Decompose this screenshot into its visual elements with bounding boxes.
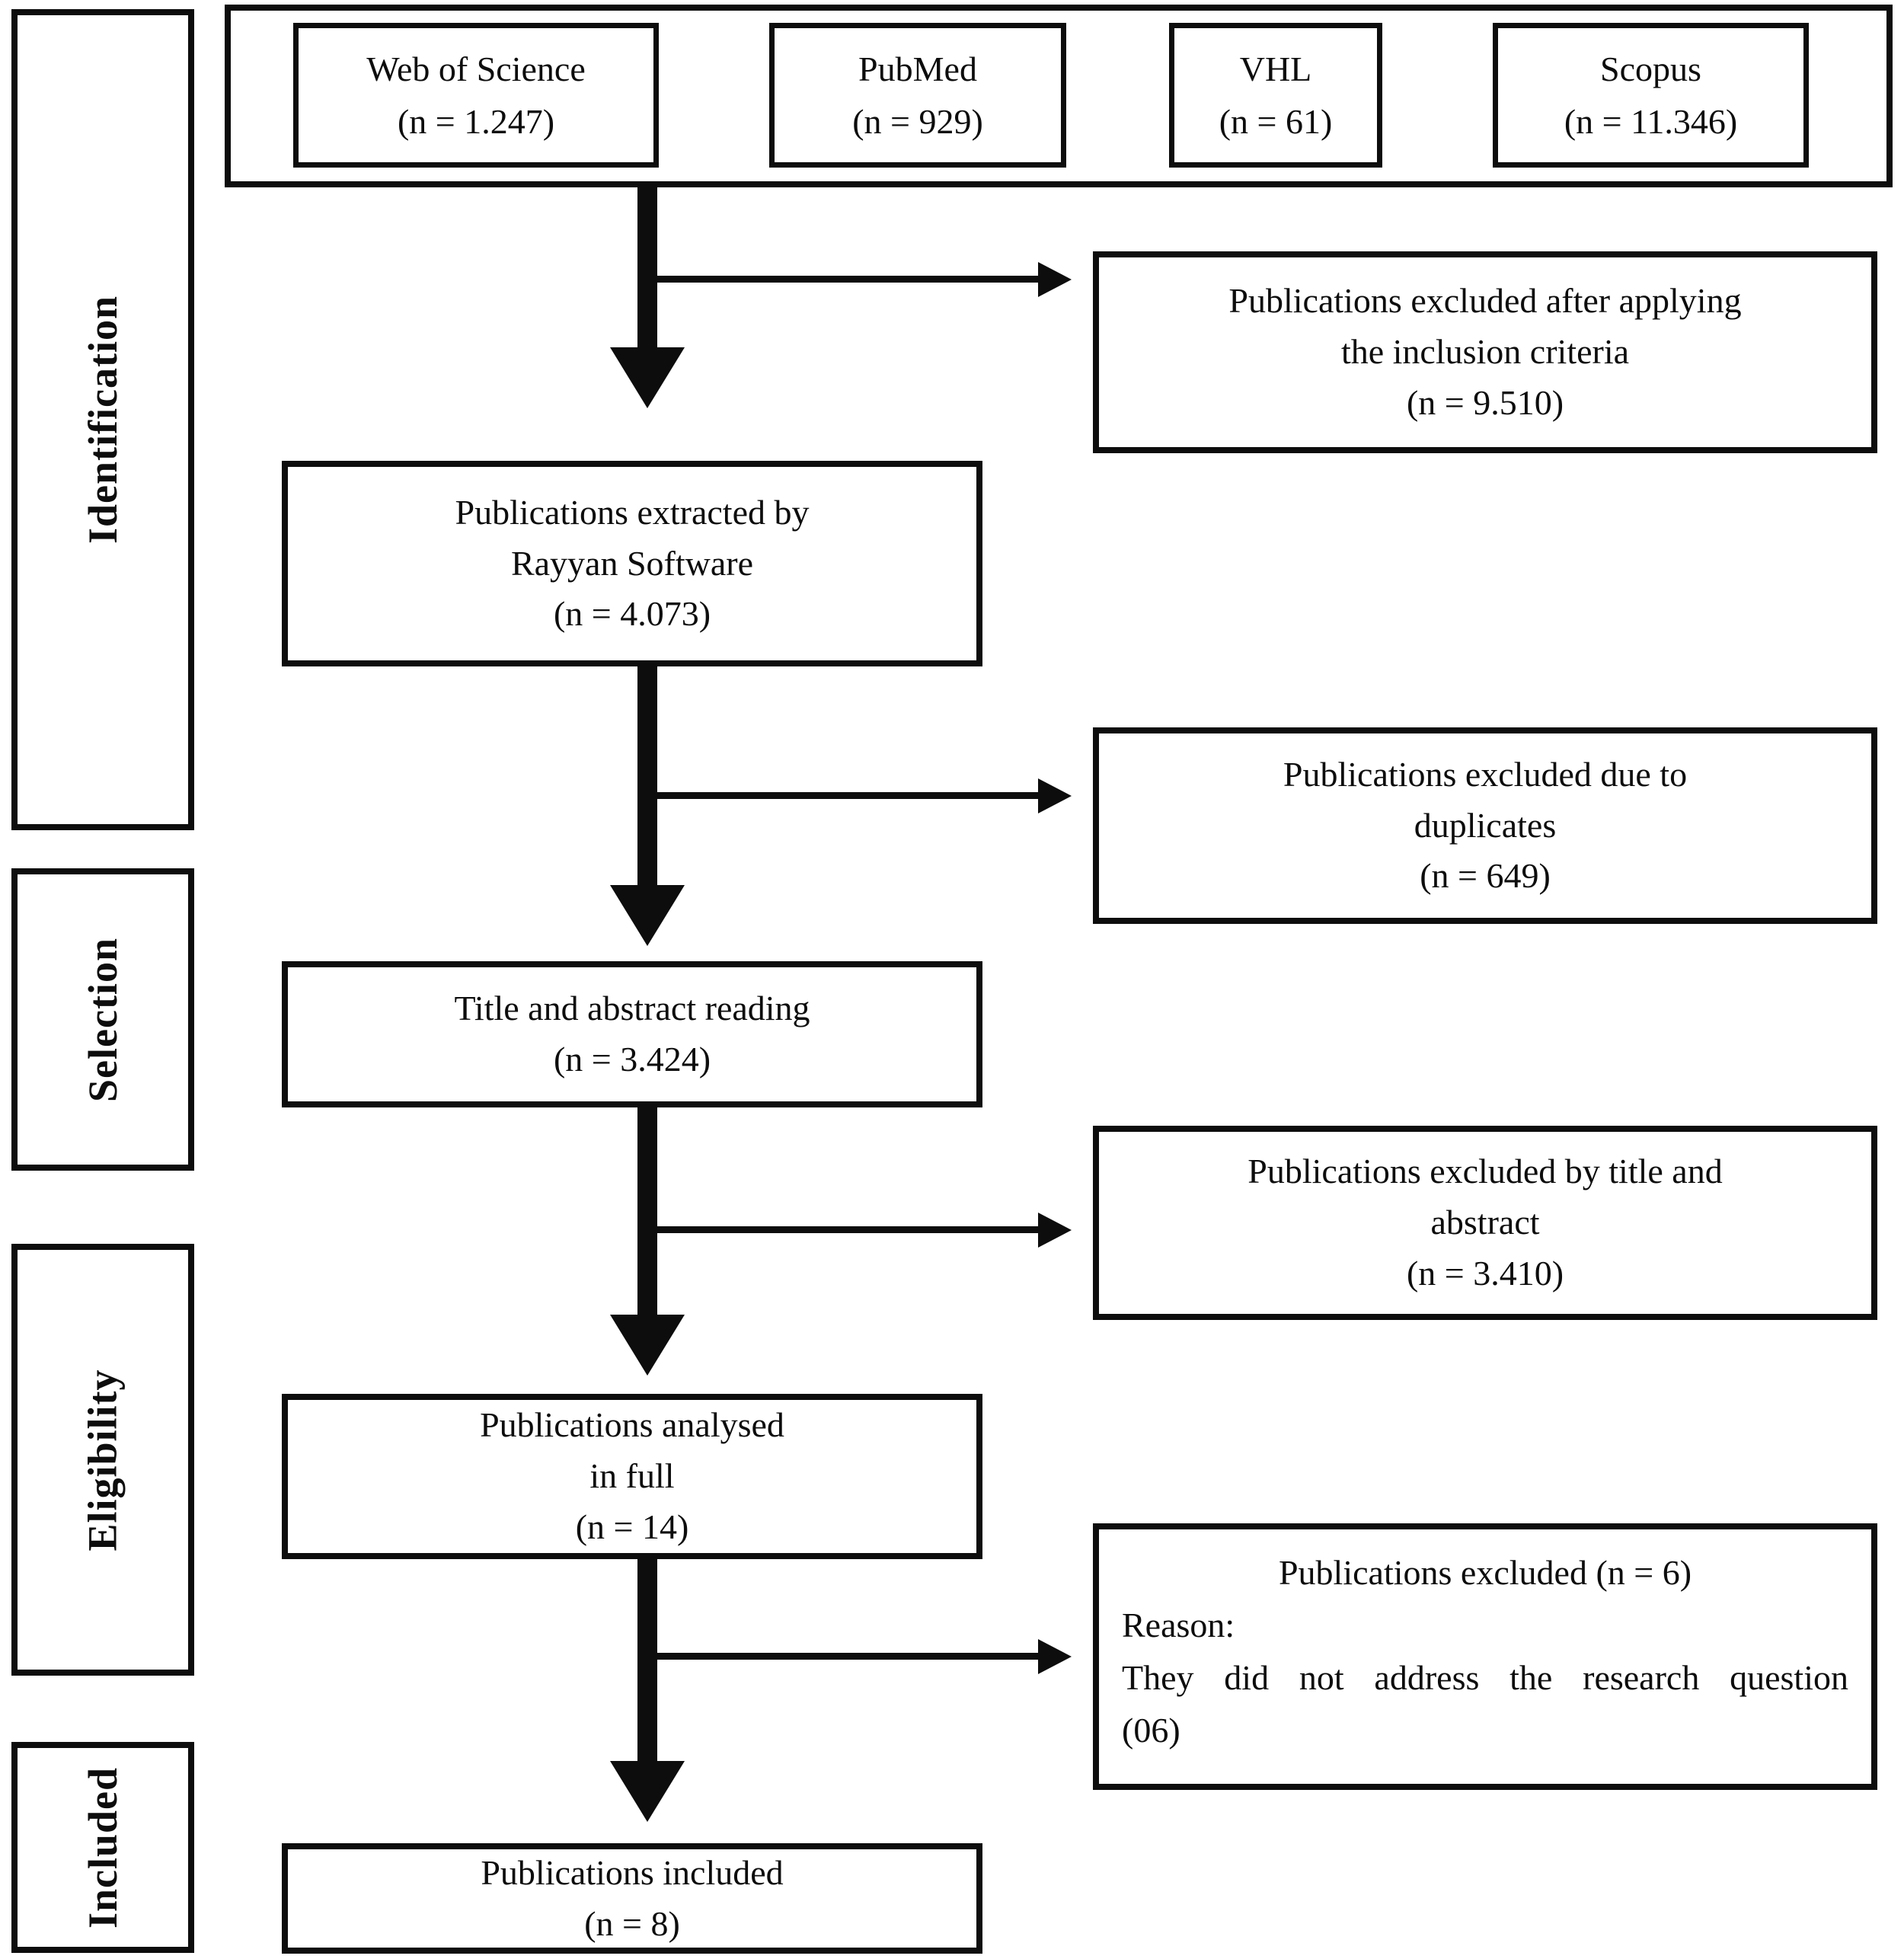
phase-box-included: Included <box>11 1742 194 1953</box>
flow-box-extracted: Publications extracted by Rayyan Softwar… <box>282 461 982 666</box>
source-count: (n = 61) <box>1219 102 1333 141</box>
exclusion-fulltext-title: Publications excluded (n = 6) <box>1278 1553 1692 1592</box>
phase-box-identification: Identification <box>11 9 194 830</box>
exclusion-box-fulltext: Publications excluded (n = 6) Reason: Th… <box>1093 1523 1877 1790</box>
source-count: (n = 1.247) <box>397 102 555 141</box>
flow-box-fulltext: Publications analysed in full (n = 14) <box>282 1394 982 1559</box>
phase-box-eligibility: Eligibility <box>11 1244 194 1676</box>
exclusion-fulltext-reason-label: Reason: <box>1122 1606 1235 1644</box>
flow-box-included-line1: Publications included <box>481 1852 784 1892</box>
source-count: (n = 929) <box>852 102 983 141</box>
flow-box-fulltext-line1: Publications analysed <box>480 1405 784 1445</box>
arrow-branch-duplicates-head <box>1038 778 1072 813</box>
flow-box-screening: Title and abstract reading (n = 3.424) <box>282 961 982 1107</box>
arrow-branch-fulltext-excluded-head <box>1038 1639 1072 1674</box>
exclusion-duplicates-line1: Publications excluded due to <box>1283 754 1688 794</box>
arrow-sources-to-extracted-head <box>610 347 685 408</box>
arrow-branch-title-abstract-line <box>657 1226 1038 1233</box>
exclusion-fulltext-reason-text: They did not address the research questi… <box>1122 1658 1848 1750</box>
phase-label-included: Included <box>80 1766 126 1929</box>
exclusion-duplicates-line2: duplicates <box>1414 805 1557 845</box>
flow-box-included-count: (n = 8) <box>584 1903 680 1943</box>
source-name: Web of Science <box>366 50 586 88</box>
arrow-extracted-to-screening-shaft <box>637 666 657 885</box>
exclusion-title-abstract-line1: Publications excluded by title and <box>1248 1152 1723 1191</box>
phase-label-eligibility: Eligibility <box>80 1368 126 1552</box>
source-name: Scopus <box>1600 50 1701 88</box>
exclusion-criteria-line1: Publications excluded after applying <box>1228 281 1742 321</box>
arrow-fulltext-to-included-shaft <box>637 1559 657 1761</box>
flow-box-extracted-count: (n = 4.073) <box>553 594 711 634</box>
arrow-sources-to-extracted-shaft <box>637 187 657 347</box>
source-box-web-of-science: Web of Science (n = 1.247) <box>293 23 659 168</box>
arrow-screening-to-fulltext-shaft <box>637 1107 657 1315</box>
exclusion-duplicates-count: (n = 649) <box>1420 856 1551 896</box>
source-box-vhl: VHL (n = 61) <box>1169 23 1382 168</box>
flow-box-screening-line1: Title and abstract reading <box>454 989 810 1028</box>
exclusion-box-title-abstract: Publications excluded by title and abstr… <box>1093 1126 1877 1320</box>
flow-box-included: Publications included (n = 8) <box>282 1843 982 1954</box>
exclusion-criteria-count: (n = 9.510) <box>1406 382 1564 422</box>
arrow-extracted-to-screening-head <box>610 885 685 946</box>
exclusion-title-abstract-count: (n = 3.410) <box>1406 1253 1564 1293</box>
arrow-fulltext-to-included-head <box>610 1761 685 1822</box>
phase-box-selection: Selection <box>11 868 194 1171</box>
source-count: (n = 11.346) <box>1564 102 1738 141</box>
arrow-branch-criteria-head <box>1038 262 1072 297</box>
source-box-pubmed: PubMed (n = 929) <box>769 23 1066 168</box>
exclusion-title-abstract-line2: abstract <box>1430 1203 1540 1242</box>
flow-box-fulltext-line2: in full <box>589 1456 675 1496</box>
arrow-screening-to-fulltext-head <box>610 1315 685 1376</box>
arrow-branch-title-abstract-head <box>1038 1213 1072 1248</box>
flow-box-extracted-line1: Publications extracted by <box>455 492 810 532</box>
source-box-scopus: Scopus (n = 11.346) <box>1493 23 1809 168</box>
exclusion-box-duplicates: Publications excluded due to duplicates … <box>1093 727 1877 924</box>
flow-box-extracted-line2: Rayyan Software <box>510 543 754 583</box>
arrow-branch-fulltext-excluded-line <box>657 1653 1038 1660</box>
phase-label-selection: Selection <box>80 937 126 1102</box>
flow-box-screening-count: (n = 3.424) <box>553 1040 711 1079</box>
phase-label-identification: Identification <box>80 295 126 545</box>
arrow-branch-criteria-line <box>657 276 1038 283</box>
exclusion-criteria-line2: the inclusion criteria <box>1340 332 1630 372</box>
source-name: PubMed <box>858 50 977 88</box>
source-name: VHL <box>1239 50 1312 88</box>
exclusion-box-criteria: Publications excluded after applying the… <box>1093 251 1877 453</box>
flow-box-fulltext-count: (n = 14) <box>575 1507 689 1546</box>
arrow-branch-duplicates-line <box>657 792 1038 799</box>
